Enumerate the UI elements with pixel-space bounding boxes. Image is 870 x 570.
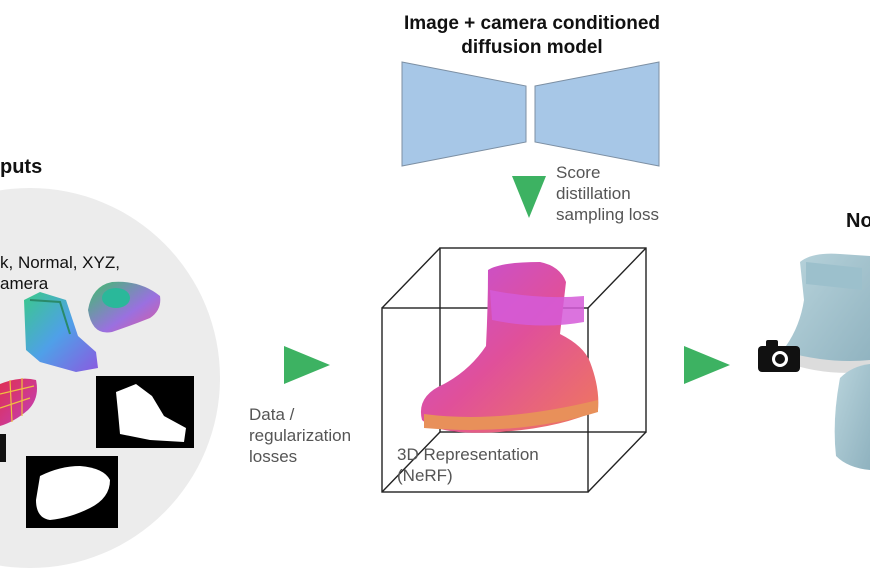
nerf-label-line1: 3D Representation: [397, 445, 539, 464]
input-shoe-xyz-icon: [0, 378, 37, 426]
camera-fragment-icon: [0, 434, 6, 462]
diffusion-decoder-shape: [534, 61, 660, 167]
sds-arrow-icon: [512, 176, 546, 218]
output-arrow-icon: [684, 346, 730, 384]
losses-label-line3: losses: [249, 447, 298, 466]
nerf-shoe-icon: [420, 262, 599, 433]
losses-label-line1: Data /: [249, 405, 295, 424]
diffusion-title-line2: diffusion model: [461, 37, 603, 58]
sds-label-line1: Score: [556, 163, 601, 182]
camera-icon: [758, 340, 800, 372]
input-mask-1-icon: [96, 376, 194, 448]
losses-label-line2: regularization: [249, 426, 352, 445]
inputs-title: puts: [0, 156, 43, 178]
output-shoe-top-icon: [784, 253, 870, 373]
losses-arrow-icon: [284, 346, 330, 384]
input-shoe-top-icon: [88, 281, 161, 333]
sds-label-line3: sampling loss: [556, 205, 659, 224]
inputs-caption-line1: k, Normal, XYZ,: [0, 253, 120, 272]
input-shoe-normal-icon: [24, 292, 98, 372]
diffusion-title-line1: Image + camera conditioned: [403, 13, 661, 34]
sds-label-line2: distillation: [556, 184, 631, 203]
output-shoe-bottom-icon: [834, 364, 870, 470]
output-title: No: [846, 210, 870, 232]
inputs-caption-line2: amera: [0, 274, 49, 293]
diffusion-encoder-shape: [401, 61, 527, 167]
nerf-label-line2: (NeRF): [397, 466, 453, 485]
input-mask-2-icon: [26, 456, 118, 528]
